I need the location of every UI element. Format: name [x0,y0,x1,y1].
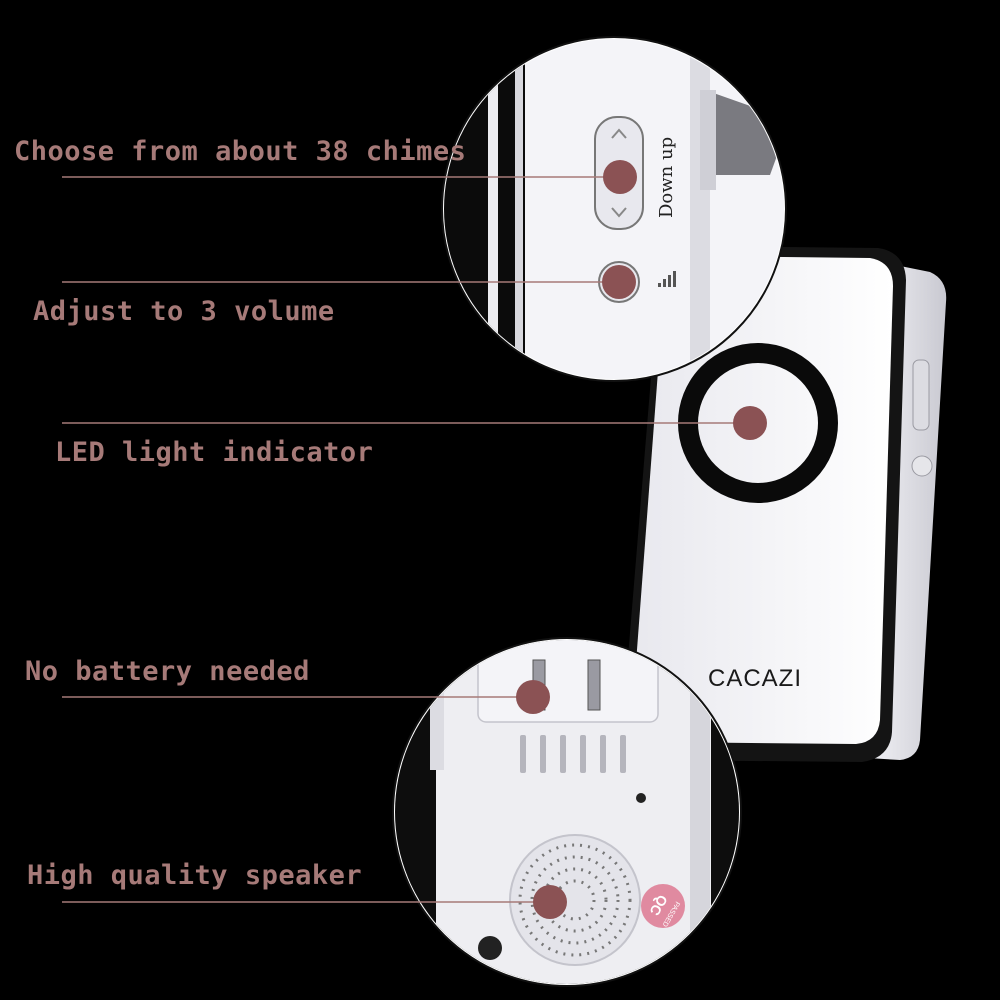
label-volume: Adjust to 3 volume [33,296,335,327]
side-volume-button [911,455,933,477]
marker-chimes [603,160,637,194]
marker-volume [602,265,636,299]
brand-logo: CACAZI [708,665,802,692]
plug-prong-right [587,659,601,711]
label-battery: No battery needed [25,656,310,687]
qc-passed-sticker [641,884,685,928]
bottom-zoom-circle: QC PASSED [392,637,742,987]
markers [516,160,767,919]
vent-slots [520,735,626,773]
marker-speaker [533,885,567,919]
leader-lines [62,176,750,903]
doorbell-receiver: CACAZI [622,246,947,762]
side-button [912,359,930,431]
label-chimes: Choose from about 38 chimes [14,136,467,167]
speaker-grille [509,834,641,966]
label-speaker: High quality speaker [27,860,363,891]
marker-battery [516,680,550,714]
volume-bars-icon [658,271,676,287]
marker-led [733,406,767,440]
label-led: LED light indicator [55,437,374,468]
down-up-text: Down up [656,137,677,218]
